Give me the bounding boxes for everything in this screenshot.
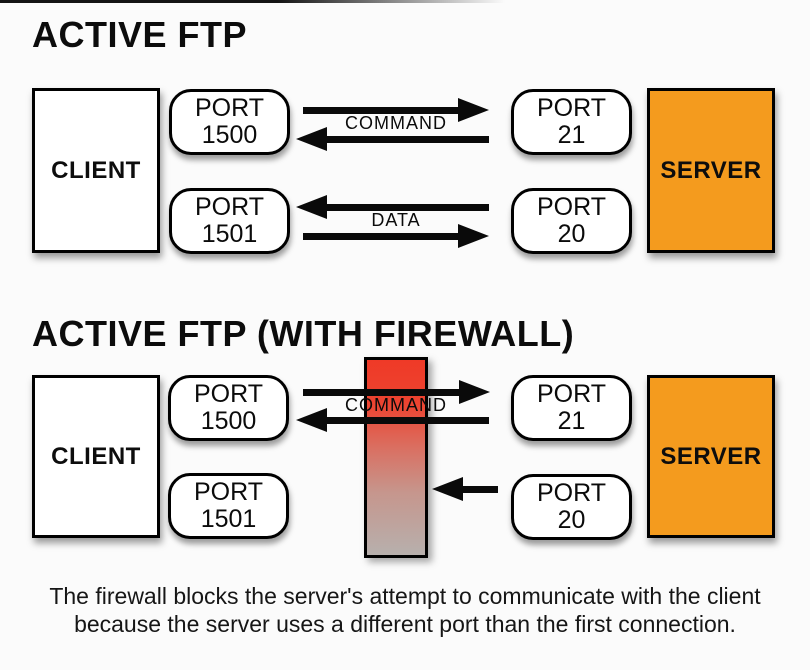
client-box-1: CLIENT — [32, 88, 160, 253]
arrow-shaft — [463, 485, 498, 493]
arrow-shaft — [327, 203, 489, 211]
caption: The firewall blocks the server's attempt… — [0, 582, 810, 638]
port-number: 1501 — [200, 505, 257, 533]
port-word: PORT — [537, 94, 606, 122]
port-word: PORT — [537, 193, 606, 221]
arrow-shaft — [303, 232, 458, 240]
caption-line-1: The firewall blocks the server's attempt… — [49, 583, 761, 609]
arrow-shaft — [327, 135, 489, 143]
port-20-badge-2: PORT 20 — [511, 474, 632, 540]
port-word: PORT — [195, 94, 264, 122]
port-number: 21 — [557, 407, 586, 435]
port-1500-badge-2: PORT 1500 — [168, 375, 289, 441]
port-1500-badge-1: PORT 1500 — [169, 89, 290, 155]
port-number: 20 — [557, 506, 586, 534]
command-arrow-to-server-2 — [303, 380, 490, 404]
port-number: 20 — [557, 220, 586, 248]
top-edge-artifact — [0, 0, 505, 3]
arrow-head-left-icon — [296, 408, 327, 432]
arrow-head-left-icon — [432, 477, 463, 501]
server-label-2: SERVER — [660, 442, 762, 470]
arrow-head-right-icon — [458, 224, 489, 248]
client-box-2: CLIENT — [32, 375, 160, 538]
data-arrow-to-client-1 — [296, 195, 489, 219]
server-box-1: SERVER — [647, 88, 775, 253]
port-word: PORT — [537, 479, 606, 507]
command-flow-label-2: COMMAND — [345, 395, 447, 415]
section2-title: ACTIVE FTP (WITH FIREWALL) — [32, 313, 575, 354]
port-21-badge-2: PORT 21 — [511, 375, 632, 441]
port-number: 1500 — [201, 121, 258, 149]
server-box-2: SERVER — [647, 375, 775, 538]
section1-title: ACTIVE FTP — [32, 14, 248, 55]
arrow-shaft — [303, 388, 459, 396]
port-number: 21 — [557, 121, 586, 149]
port-21-badge-1: PORT 21 — [511, 89, 632, 155]
arrow-shaft — [327, 416, 489, 424]
command-flow-label-1: COMMAND — [345, 113, 447, 133]
client-label-1: CLIENT — [51, 156, 141, 184]
data-arrow-to-server-1 — [303, 224, 489, 248]
command-arrow-to-server-1 — [303, 98, 489, 122]
port-word: PORT — [537, 380, 606, 408]
port-word: PORT — [194, 478, 263, 506]
port-number: 1500 — [200, 407, 257, 435]
client-label-2: CLIENT — [51, 442, 141, 470]
command-arrow-to-client-2 — [296, 408, 489, 432]
port-word: PORT — [195, 193, 264, 221]
server-label-1: SERVER — [660, 156, 762, 184]
port-word: PORT — [194, 380, 263, 408]
port-20-badge-1: PORT 20 — [511, 188, 632, 254]
arrow-shaft — [303, 106, 458, 114]
arrow-head-right-icon — [458, 98, 489, 122]
data-flow-label-1: DATA — [371, 210, 421, 230]
port-1501-badge-1: PORT 1501 — [169, 188, 290, 254]
caption-line-2: because the server uses a different port… — [74, 611, 736, 637]
port-1501-badge-2: PORT 1501 — [168, 473, 289, 539]
command-arrow-to-client-1 — [296, 127, 489, 151]
arrow-head-right-icon — [459, 380, 490, 404]
arrow-head-left-icon — [296, 127, 327, 151]
blocked-data-arrow — [432, 477, 498, 501]
arrow-head-left-icon — [296, 195, 327, 219]
port-number: 1501 — [201, 220, 258, 248]
